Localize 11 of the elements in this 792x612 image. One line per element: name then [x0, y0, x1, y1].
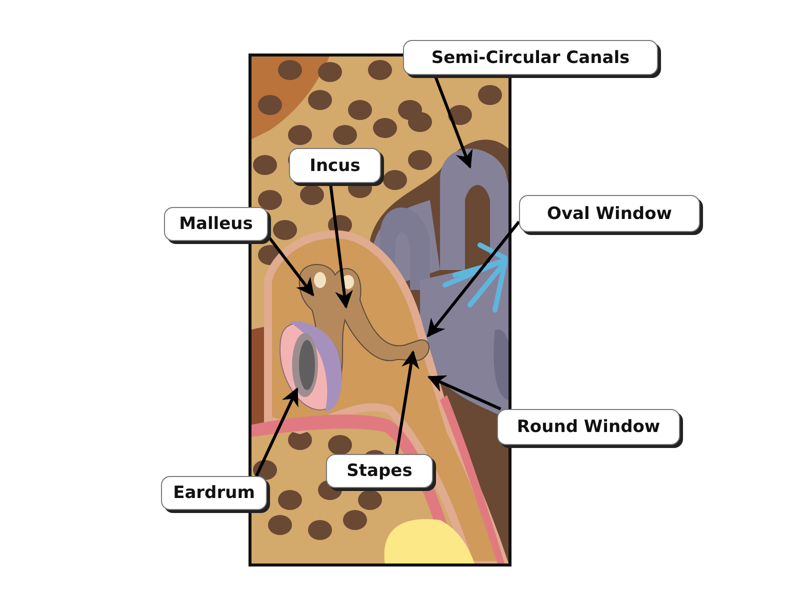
- label-box: Eardrum: [161, 476, 267, 510]
- label-box: Incus: [289, 148, 381, 183]
- leader-arrow: [395, 350, 420, 454]
- label-box: Semi-Circular Canals: [403, 40, 658, 75]
- label-box: Round Window: [497, 409, 680, 445]
- leader-arrow: [426, 220, 520, 338]
- leader-arrow: [266, 235, 314, 296]
- label-box: Stapes: [326, 454, 433, 488]
- label-box: Malleus: [164, 207, 268, 241]
- label-box: Oval Window: [519, 195, 700, 232]
- leader-arrow: [427, 375, 502, 410]
